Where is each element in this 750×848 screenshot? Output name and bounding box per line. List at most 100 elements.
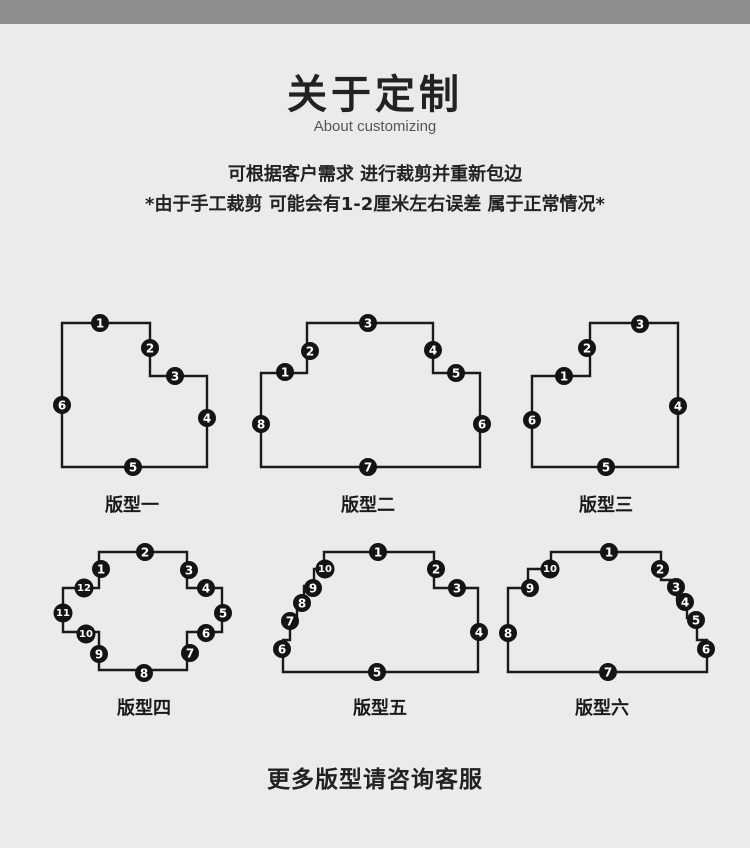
- svg-text:2: 2: [146, 342, 154, 356]
- svg-text:5: 5: [219, 607, 227, 621]
- edge-marker-7: 7: [181, 644, 199, 662]
- edge-marker-1: 1: [91, 314, 109, 332]
- svg-text:6: 6: [702, 643, 710, 657]
- svg-text:8: 8: [257, 418, 265, 432]
- svg-text:6: 6: [202, 627, 210, 641]
- edge-marker-5: 5: [597, 458, 615, 476]
- edge-marker-5: 5: [124, 458, 142, 476]
- svg-text:9: 9: [526, 582, 534, 596]
- svg-text:12: 12: [77, 583, 91, 594]
- edge-marker-3: 3: [631, 315, 649, 333]
- svg-text:1: 1: [605, 546, 613, 560]
- shape-label: 版型三: [579, 494, 633, 516]
- svg-text:1: 1: [560, 370, 568, 384]
- svg-text:9: 9: [95, 648, 103, 662]
- edge-marker-1: 1: [276, 363, 294, 381]
- edge-marker-4: 4: [669, 397, 687, 415]
- svg-text:7: 7: [604, 666, 612, 680]
- svg-text:10: 10: [79, 629, 93, 640]
- svg-text:3: 3: [171, 370, 179, 384]
- edge-marker-7: 7: [359, 458, 377, 476]
- edge-marker-7: 7: [599, 663, 617, 681]
- shape-outline: [259, 321, 482, 469]
- edge-marker-3: 3: [166, 367, 184, 385]
- edge-marker-2: 2: [427, 560, 445, 578]
- edge-marker-4: 4: [676, 593, 694, 611]
- edge-marker-9: 9: [304, 579, 322, 597]
- shape-label: 版型四: [117, 697, 171, 719]
- edge-marker-1: 1: [555, 367, 573, 385]
- svg-text:2: 2: [583, 342, 591, 356]
- edge-marker-4: 4: [424, 341, 442, 359]
- edge-marker-11: 11: [53, 603, 73, 623]
- top-bar: [0, 0, 750, 24]
- shape-outline: [61, 550, 224, 672]
- edge-marker-5: 5: [687, 611, 705, 629]
- svg-text:8: 8: [298, 597, 306, 611]
- edge-marker-4: 4: [197, 579, 215, 597]
- shape-label: 版型二: [341, 494, 395, 516]
- svg-text:7: 7: [364, 461, 372, 475]
- edge-marker-10: 10: [315, 559, 335, 579]
- edge-marker-2: 2: [578, 339, 596, 357]
- edge-marker-10: 10: [540, 559, 560, 579]
- svg-text:1: 1: [96, 317, 104, 331]
- svg-text:11: 11: [56, 608, 70, 619]
- svg-text:5: 5: [602, 461, 610, 475]
- edge-marker-4: 4: [198, 409, 216, 427]
- svg-text:2: 2: [306, 345, 314, 359]
- edge-marker-9: 9: [90, 645, 108, 663]
- svg-text:6: 6: [278, 643, 286, 657]
- shape-outline: [281, 550, 480, 674]
- svg-text:3: 3: [636, 318, 644, 332]
- svg-text:4: 4: [475, 626, 483, 640]
- page-subtitle: About customizing: [313, 118, 437, 135]
- edge-marker-4: 4: [470, 623, 488, 641]
- edge-marker-8: 8: [135, 664, 153, 682]
- svg-text:10: 10: [318, 564, 332, 575]
- edge-marker-6: 6: [53, 396, 71, 414]
- edge-marker-6: 6: [197, 624, 215, 642]
- edge-marker-1: 1: [92, 560, 110, 578]
- shape-label: 版型一: [105, 494, 159, 516]
- edge-marker-8: 8: [252, 415, 270, 433]
- svg-text:6: 6: [58, 399, 66, 413]
- edge-marker-3: 3: [359, 314, 377, 332]
- svg-text:5: 5: [452, 367, 460, 381]
- edge-marker-12: 12: [74, 578, 94, 598]
- edge-marker-1: 1: [600, 543, 618, 561]
- edge-marker-3: 3: [448, 579, 466, 597]
- edge-marker-3: 3: [180, 561, 198, 579]
- svg-text:6: 6: [528, 414, 536, 428]
- edge-marker-2: 2: [141, 339, 159, 357]
- svg-text:3: 3: [185, 564, 193, 578]
- edge-marker-5: 5: [368, 663, 386, 681]
- contact-footer: 更多版型请咨询客服: [267, 767, 483, 793]
- shape-label: 版型六: [575, 697, 629, 719]
- svg-text:1: 1: [97, 563, 105, 577]
- svg-text:5: 5: [129, 461, 137, 475]
- shape-outline: [60, 321, 209, 469]
- svg-text:3: 3: [672, 581, 680, 595]
- shape-3: 1 2 3 4 5 6 版型三: [523, 315, 687, 516]
- edge-marker-6: 6: [473, 415, 491, 433]
- shape-label: 版型五: [353, 697, 407, 719]
- svg-text:2: 2: [656, 563, 664, 577]
- svg-text:4: 4: [429, 344, 437, 358]
- edge-marker-1: 1: [369, 543, 387, 561]
- shape-2: 12 3 4 5 6 7 8 版型二: [252, 314, 491, 516]
- svg-text:4: 4: [681, 596, 689, 610]
- svg-text:8: 8: [140, 667, 148, 681]
- edge-marker-9: 9: [521, 579, 539, 597]
- description-line-1: 可根据客户需求 进行裁剪并重新包边: [227, 164, 523, 185]
- edge-marker-5: 5: [214, 604, 232, 622]
- svg-text:10: 10: [543, 564, 557, 575]
- page-title: 关于定制: [287, 72, 463, 118]
- shape-outline: [506, 550, 709, 674]
- svg-text:1: 1: [374, 546, 382, 560]
- edge-marker-6: 6: [523, 411, 541, 429]
- description-line-2: *由于手工裁剪 可能会有1-2厘米左右误差 属于正常情况*: [145, 194, 605, 215]
- edge-marker-10: 10: [76, 624, 96, 644]
